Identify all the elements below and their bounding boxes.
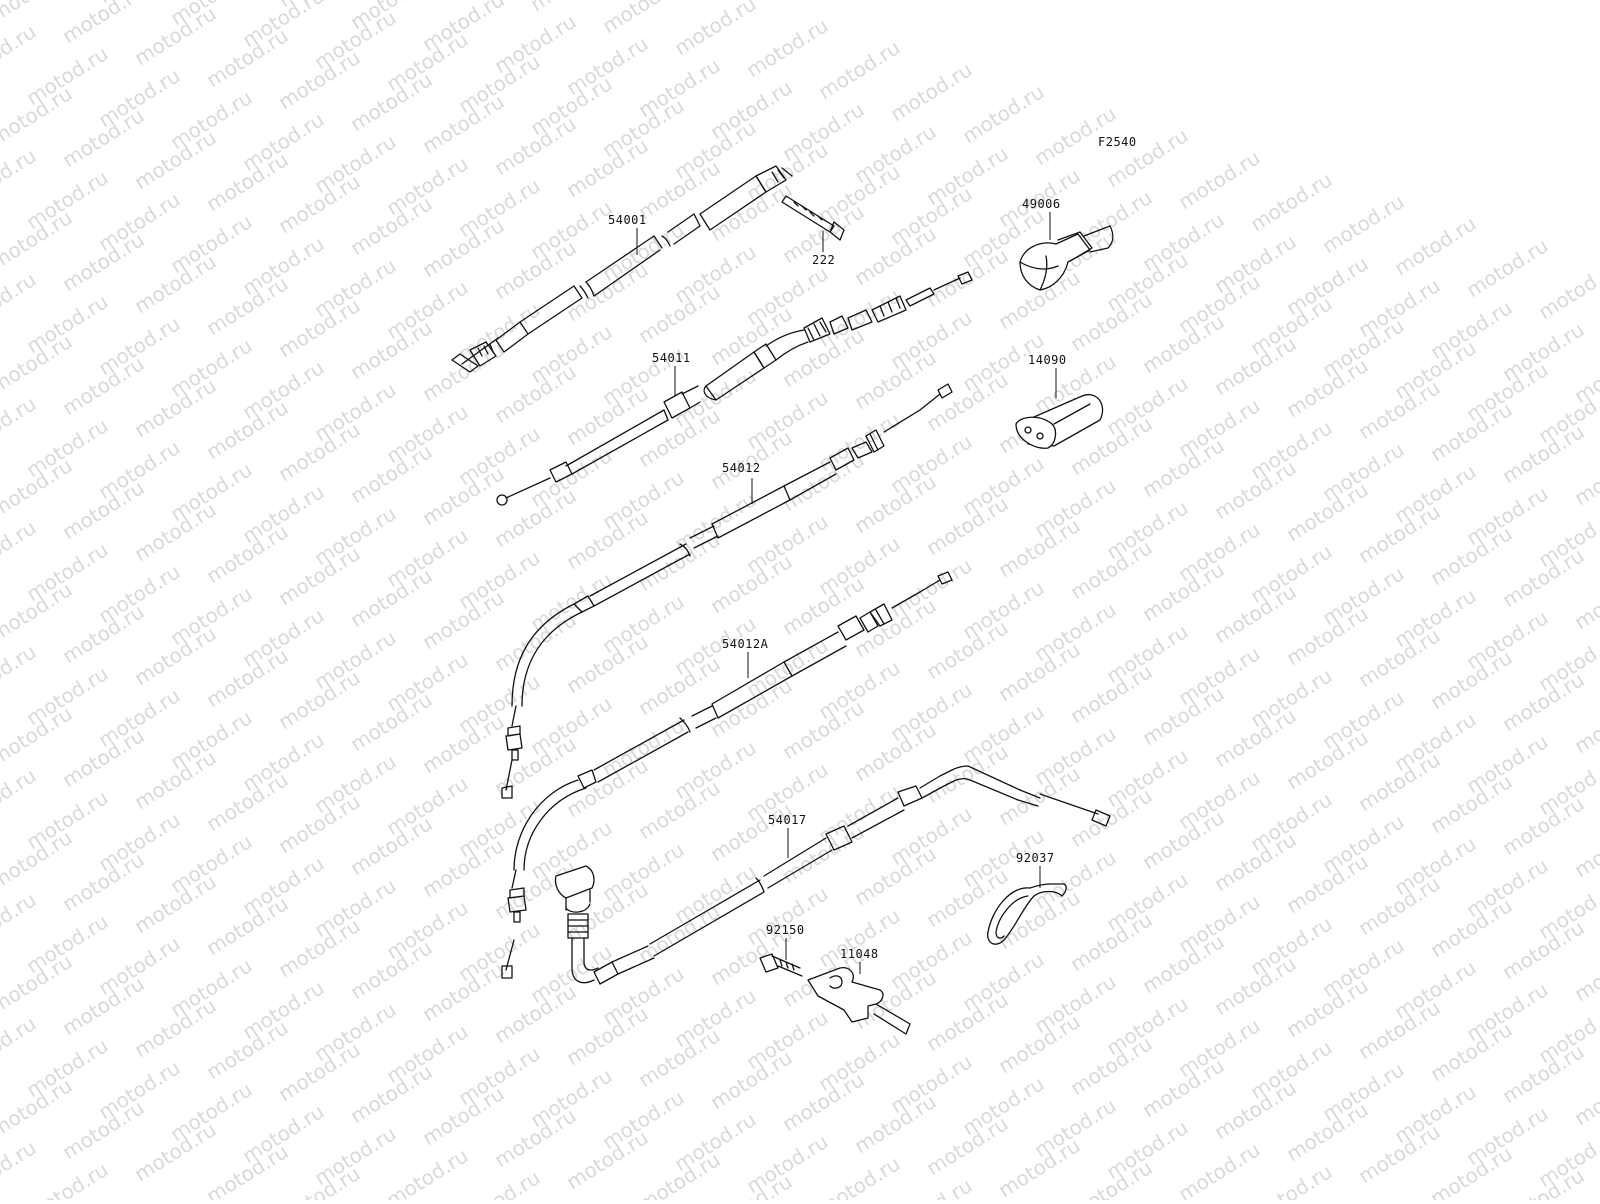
watermark-text: motod.ru (886, 57, 977, 126)
watermark-text: motod.ru (1570, 937, 1600, 1006)
callout-92037[interactable]: 92037 (1016, 851, 1055, 865)
watermark-text: motod.ru (0, 639, 40, 708)
watermark-text: motod.ru (1570, 689, 1600, 758)
watermark-text: motod.ru (670, 0, 761, 60)
part-54012-cable[interactable] (501, 383, 953, 799)
watermark-text: motod.ru (1462, 233, 1553, 302)
callout-92150[interactable]: 92150 (766, 923, 805, 937)
watermark-text: motod.ru (1102, 123, 1193, 192)
watermark-text: motod.ru (0, 267, 40, 336)
callout-49006[interactable]: 49006 (1022, 197, 1061, 211)
watermark-text: motod.ru (1390, 211, 1481, 280)
watermark-text: motod.ru (814, 1151, 905, 1200)
part-54012a-cable[interactable] (501, 571, 953, 979)
part-92150-bolt[interactable] (759, 953, 803, 977)
watermark-text: motod.ru (0, 391, 40, 460)
watermark-text: motod.ru (742, 13, 833, 82)
watermark-text: motod.ru (1246, 1159, 1337, 1200)
watermark-text: motod.ru (1174, 145, 1265, 214)
watermark-text: motod.ru (1246, 167, 1337, 236)
watermark-text: motod.ru (1174, 1137, 1265, 1200)
watermark-text: motod.ru (0, 1011, 40, 1080)
callout-14090[interactable]: 14090 (1028, 353, 1067, 367)
part-54017-choke-cable[interactable] (554, 765, 1111, 985)
watermark-text: motod.ru (1570, 565, 1600, 634)
watermark-text: motod.ru (0, 143, 40, 212)
watermark-text: motod.ru (454, 1165, 545, 1200)
watermark-text: motod.ru (886, 1173, 977, 1200)
callout-54012[interactable]: 54012 (722, 461, 761, 475)
watermark-text: motod.ru (958, 79, 1049, 148)
watermark-text: motod.ru (0, 763, 40, 832)
part-222-screw[interactable] (781, 195, 845, 241)
watermark-text: motod.ru (1570, 441, 1600, 510)
part-14090-cap[interactable] (1015, 394, 1104, 449)
watermark-text: motod.ru (1318, 189, 1409, 258)
watermark-text: motod.ru (0, 19, 40, 88)
part-92037-clamp[interactable] (987, 883, 1067, 945)
watermark-text: motod.ru (382, 1143, 473, 1200)
watermark-text: motod.ru (598, 0, 689, 38)
callout-54001[interactable]: 54001 (608, 213, 647, 227)
watermark-text: motod.ru (0, 0, 76, 26)
watermark-text: motod.ru (0, 1135, 40, 1200)
callout-54017[interactable]: 54017 (768, 813, 807, 827)
watermark-text: motod.ru (22, 1157, 113, 1200)
callout-54012a[interactable]: 54012A (722, 637, 769, 651)
watermark-text: motod.ru (58, 0, 149, 48)
callout-54011[interactable]: 54011 (652, 351, 691, 365)
callout-222[interactable]: 222 (812, 253, 835, 267)
figure-code: F2540 (1098, 135, 1137, 149)
watermark-text: motod.ru (1570, 813, 1600, 882)
part-49006-boot[interactable] (1019, 225, 1114, 291)
part-11048-bracket[interactable] (807, 967, 911, 1035)
watermark-text: motod.ru (0, 515, 40, 584)
callout-11048[interactable]: 11048 (840, 947, 879, 961)
watermark-text: motod.ru (1534, 255, 1600, 324)
watermark-text: motod.ru (814, 35, 905, 104)
part-54001-speedometer-cable[interactable] (451, 165, 793, 373)
watermark-text: motod.ru (0, 887, 40, 956)
watermark-text: motod.ru (1570, 1061, 1600, 1130)
part-54011-throttle-cable[interactable] (496, 271, 973, 506)
